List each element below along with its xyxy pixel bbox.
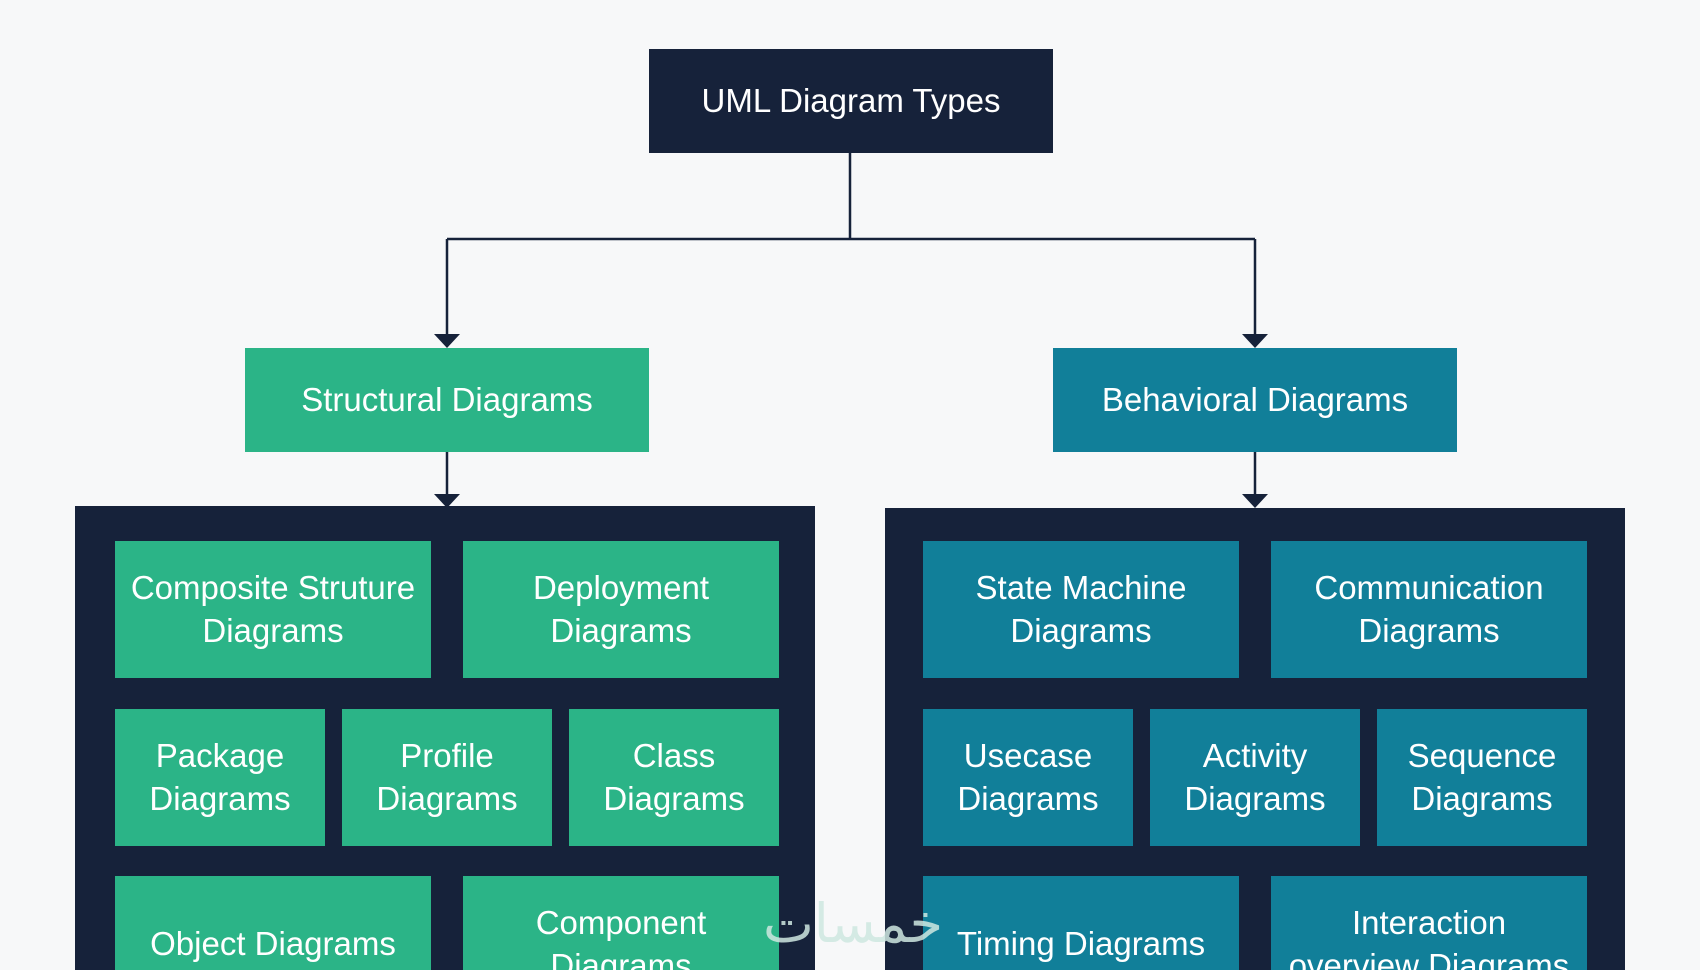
structural-diagrams-label: Structural Diagrams [301,380,593,418]
component-diagrams-label: Component Diagrams [535,903,707,970]
usecase-diagrams-label: Usecase Diagrams [957,736,1099,817]
communication-diagrams-node: Communication Diagrams [1271,541,1587,678]
structural-diagrams-node: Structural Diagrams [245,348,649,452]
behavioral-panel-arrowhead [1242,494,1268,508]
root-node-label: UML Diagram Types [701,81,1001,119]
composite-structure-diagrams-node: Composite Struture Diagrams [115,541,431,678]
class-diagrams-node: Class Diagrams [569,709,779,846]
class-diagrams-label: Class Diagrams [603,736,745,817]
behavioral-diagrams-node: Behavioral Diagrams [1053,348,1457,452]
structural-arrowhead [434,334,460,348]
package-diagrams-node: Package Diagrams [115,709,325,846]
object-diagrams-node: Object Diagrams [115,876,431,970]
composite-structure-diagrams-label: Composite Struture Diagrams [130,568,416,649]
state-machine-diagrams-label: State Machine Diagrams [975,568,1187,649]
behavioral-diagrams-label: Behavioral Diagrams [1101,380,1409,418]
activity-diagrams-node: Activity Diagrams [1150,709,1360,846]
sequence-diagrams-node: Sequence Diagrams [1377,709,1587,846]
object-diagrams-label: Object Diagrams [150,925,396,963]
state-machine-diagrams-node: State Machine Diagrams [923,541,1239,678]
interaction-overview-diagrams-node: Interaction overview Diagrams [1271,876,1587,970]
watermark-logo: خمسات [762,892,944,955]
deployment-diagrams-node: Deployment Diagrams [463,541,779,678]
profile-diagrams-label: Profile Diagrams [376,736,518,817]
sequence-diagrams-label: Sequence Diagrams [1407,736,1557,817]
communication-diagrams-label: Communication Diagrams [1314,568,1544,649]
structural-diagrams-panel: Composite Struture Diagrams Deployment D… [75,506,815,970]
component-diagrams-node: Component Diagrams [463,876,779,970]
root-node: UML Diagram Types [649,49,1053,153]
package-diagrams-label: Package Diagrams [149,736,291,817]
profile-diagrams-node: Profile Diagrams [342,709,552,846]
timing-diagrams-label: Timing Diagrams [956,925,1206,963]
activity-diagrams-label: Activity Diagrams [1184,736,1326,817]
behavioral-arrowhead [1242,334,1268,348]
deployment-diagrams-label: Deployment Diagrams [532,568,710,649]
behavioral-diagrams-panel: State Machine Diagrams Communication Dia… [885,508,1625,970]
interaction-overview-diagrams-label: Interaction overview Diagrams [1288,903,1570,970]
usecase-diagrams-node: Usecase Diagrams [923,709,1133,846]
timing-diagrams-node: Timing Diagrams [923,876,1239,970]
